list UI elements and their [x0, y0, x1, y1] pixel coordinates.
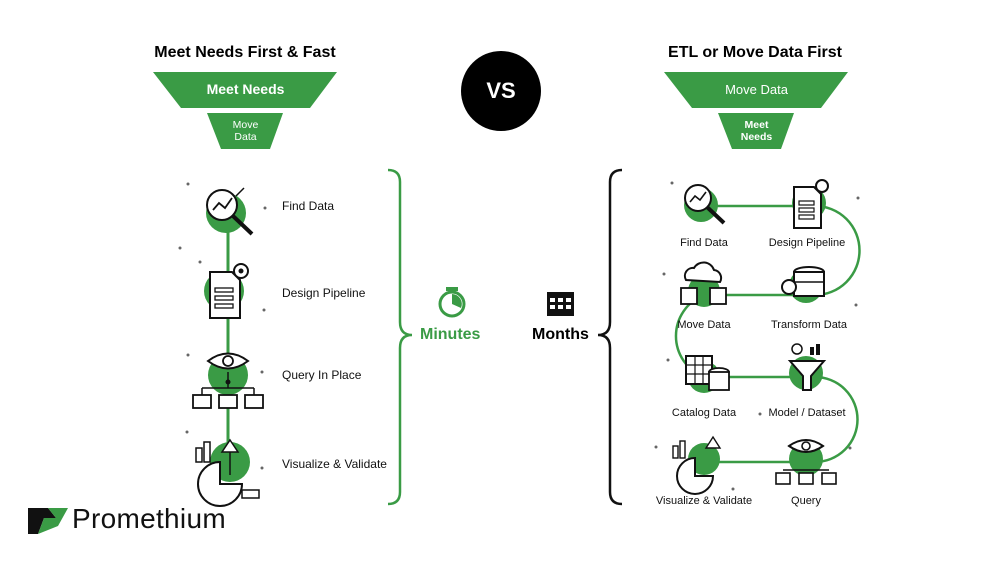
right-step-transform-data: Transform Data: [770, 319, 847, 331]
right-bracket: [597, 168, 623, 506]
left-step-visualize-validate: Visualize & Validate: [282, 457, 387, 471]
right-find-data-icon: [684, 184, 726, 225]
right-design-pipeline-icon: [792, 179, 829, 229]
right-model-dataset-icon: [787, 343, 827, 391]
left-funnel-bottom: [207, 113, 283, 149]
right-funnel-bottom-label: Meet Needs: [740, 119, 773, 143]
stopwatch-icon: [438, 287, 466, 318]
sparkle-decorations: [178, 181, 860, 491]
chart-analytics-icon: [195, 438, 260, 507]
right-step-visualize-validate: Visualize & Validate: [655, 495, 753, 507]
right-query-icon: [775, 439, 837, 485]
right-step-find-data: Find Data: [680, 237, 728, 249]
right-catalog-data-icon: [685, 355, 730, 393]
promethium-logo-icon: [28, 508, 68, 534]
minutes-label: Minutes: [420, 326, 481, 343]
right-funnel-bottom: [718, 113, 794, 149]
left-step-query-in-place: Query In Place: [282, 368, 362, 382]
left-bracket: [387, 168, 413, 506]
eye-network-icon: [192, 352, 264, 409]
left-funnel-bottom-label: Move Data: [232, 119, 259, 143]
vs-badge: VS: [461, 51, 541, 131]
left-title: Meet Needs First & Fast: [154, 44, 336, 61]
left-funnel-top-label: Meet Needs: [206, 81, 285, 97]
right-step-query: Query: [791, 495, 821, 507]
left-step-design-pipeline: Design Pipeline: [282, 286, 366, 300]
right-step-move-data: Move Data: [677, 319, 731, 331]
right-connector-path: [674, 204, 861, 464]
right-funnel-top: [664, 72, 848, 108]
right-step-design-pipeline: Design Pipeline: [768, 237, 846, 249]
right-visualize-icon: [672, 435, 722, 495]
right-title: ETL or Move Data First: [668, 44, 842, 61]
months-label: Months: [532, 326, 589, 343]
left-step-find-data: Find Data: [282, 199, 335, 213]
left-funnel-top: [153, 72, 337, 108]
right-move-data-icon: [680, 261, 727, 307]
document-gear-icon: [204, 263, 249, 319]
magnifier-chart-icon: [206, 187, 254, 236]
right-step-catalog-data: Catalog Data: [671, 407, 737, 419]
right-funnel-top-label: Move Data: [725, 82, 788, 97]
promethium-logo-text: Promethium: [72, 503, 226, 534]
right-transform-data-icon: [781, 266, 825, 303]
calendar-icon: [547, 292, 574, 316]
right-step-model-dataset: Model / Dataset: [768, 407, 846, 419]
